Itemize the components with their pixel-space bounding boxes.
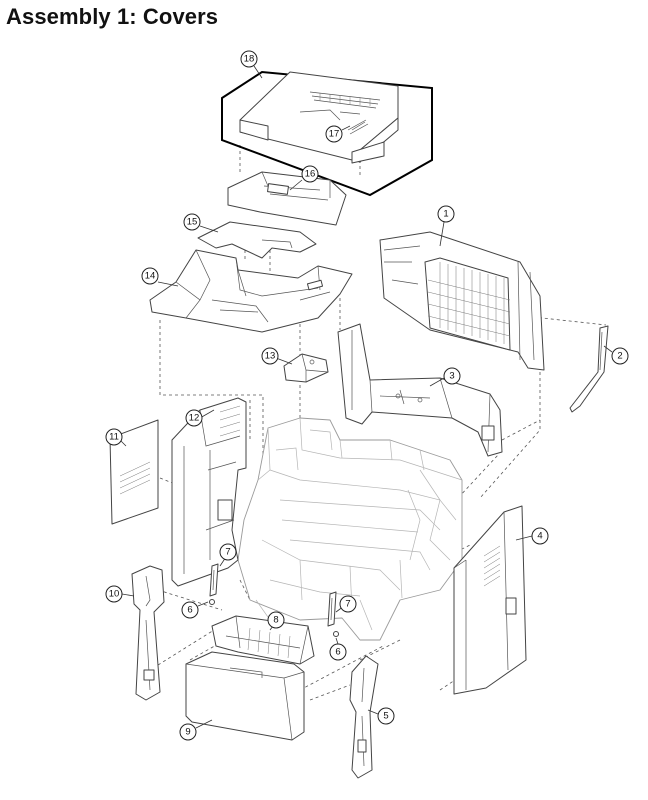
part-17-small-insert	[347, 119, 369, 135]
callout-5: 5	[377, 707, 395, 725]
callout-9: 9	[179, 723, 197, 741]
part-11-side-panel	[109, 419, 159, 525]
callout-14: 14	[141, 267, 159, 285]
callout-15-label: 15	[187, 217, 198, 228]
printer-main-frame	[237, 417, 463, 641]
part-9-front-tray	[185, 651, 305, 741]
callout-17-label: 17	[329, 129, 340, 140]
callout-7-right-label: 7	[345, 599, 350, 610]
callout-11: 11	[105, 428, 123, 446]
part-18-highlight-frame	[221, 70, 433, 197]
callout-7-left-label: 7	[225, 547, 230, 558]
part-8-front-inner-cover	[211, 615, 315, 665]
callout-4-label: 4	[537, 531, 542, 542]
part-13-small-bracket	[283, 353, 329, 383]
part-15-inner-baffle	[197, 221, 317, 259]
callout-11-label: 11	[109, 432, 119, 443]
callout-7-right: 7	[339, 595, 357, 613]
part-12-left-side-cover	[171, 397, 247, 587]
part-16-upper-inner-cover	[227, 171, 347, 226]
page-title: Assembly 1: Covers	[6, 4, 219, 29]
callout-13: 13	[261, 347, 279, 365]
callout-7-left: 7	[219, 543, 237, 561]
callout-8: 8	[267, 611, 285, 629]
callout-18: 18	[240, 50, 258, 68]
part-3-rear-frame-cover	[337, 323, 503, 457]
part-6-left-pin	[209, 599, 215, 605]
callout-13-label: 13	[265, 351, 276, 362]
part-10-left-front-bracket	[131, 565, 165, 701]
callout-6-right: 6	[329, 643, 347, 661]
part-2-cable	[569, 325, 609, 413]
part-6-right-pin	[333, 631, 339, 637]
callout-16-label: 16	[305, 169, 316, 180]
callout-16: 16	[301, 165, 319, 183]
part-7-right-hinge-link	[327, 591, 337, 627]
callout-15: 15	[183, 213, 201, 231]
callout-5-label: 5	[383, 711, 388, 722]
part-5-right-front-bracket	[349, 655, 379, 779]
callout-1: 1	[437, 205, 455, 223]
callout-8-label: 8	[273, 615, 278, 626]
part-14-top-frame-cover	[149, 249, 353, 333]
part-18-top-cover	[221, 70, 433, 197]
callout-6-left-label: 6	[187, 605, 192, 616]
callout-12: 12	[185, 409, 203, 427]
callout-6-right-label: 6	[335, 647, 340, 658]
callout-2: 2	[611, 347, 629, 365]
callout-10: 10	[105, 585, 123, 603]
callout-9-label: 9	[185, 727, 190, 738]
callout-10-label: 10	[109, 589, 120, 600]
part-1-rear-door	[379, 231, 545, 371]
part-4-right-side-cover	[453, 505, 527, 695]
callout-4: 4	[531, 527, 549, 545]
callout-2-label: 2	[617, 351, 622, 362]
callout-leader-lines	[119, 65, 613, 729]
callout-1-label: 1	[443, 209, 448, 220]
part-7-left-hinge-link	[209, 563, 219, 597]
callout-17: 17	[325, 125, 343, 143]
callout-14-label: 14	[145, 271, 156, 282]
callout-18-label: 18	[244, 54, 255, 65]
callout-6-left: 6	[181, 601, 199, 619]
callout-12-label: 12	[189, 413, 200, 424]
callout-3-label: 3	[449, 371, 454, 382]
callout-3: 3	[443, 367, 461, 385]
